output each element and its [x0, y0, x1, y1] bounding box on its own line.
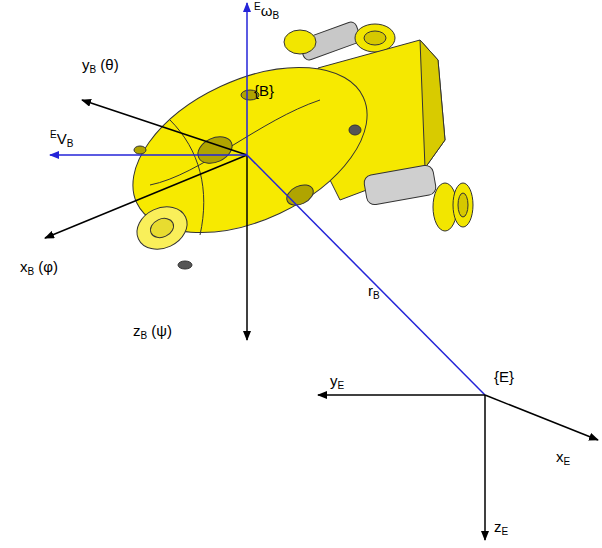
axis-label: yB (θ) [82, 56, 119, 74]
velocity-vectors [50, 3, 485, 395]
axis-label: xE [556, 448, 570, 466]
axis-label: {B} [254, 82, 274, 100]
body-frame-axes [45, 100, 247, 340]
underwater-vehicle [107, 20, 473, 269]
axis-label: yE [330, 372, 344, 390]
axis-label: {E} [494, 368, 514, 386]
axis-label: xB (φ) [20, 258, 58, 276]
axis-label: zE [494, 518, 508, 536]
axis-label: EVB [50, 130, 73, 148]
axis-label: zB (ψ) [133, 322, 172, 340]
axis-label: rB [368, 282, 380, 300]
axis-label: EωB [254, 2, 279, 20]
earth-frame-axes [318, 395, 598, 540]
